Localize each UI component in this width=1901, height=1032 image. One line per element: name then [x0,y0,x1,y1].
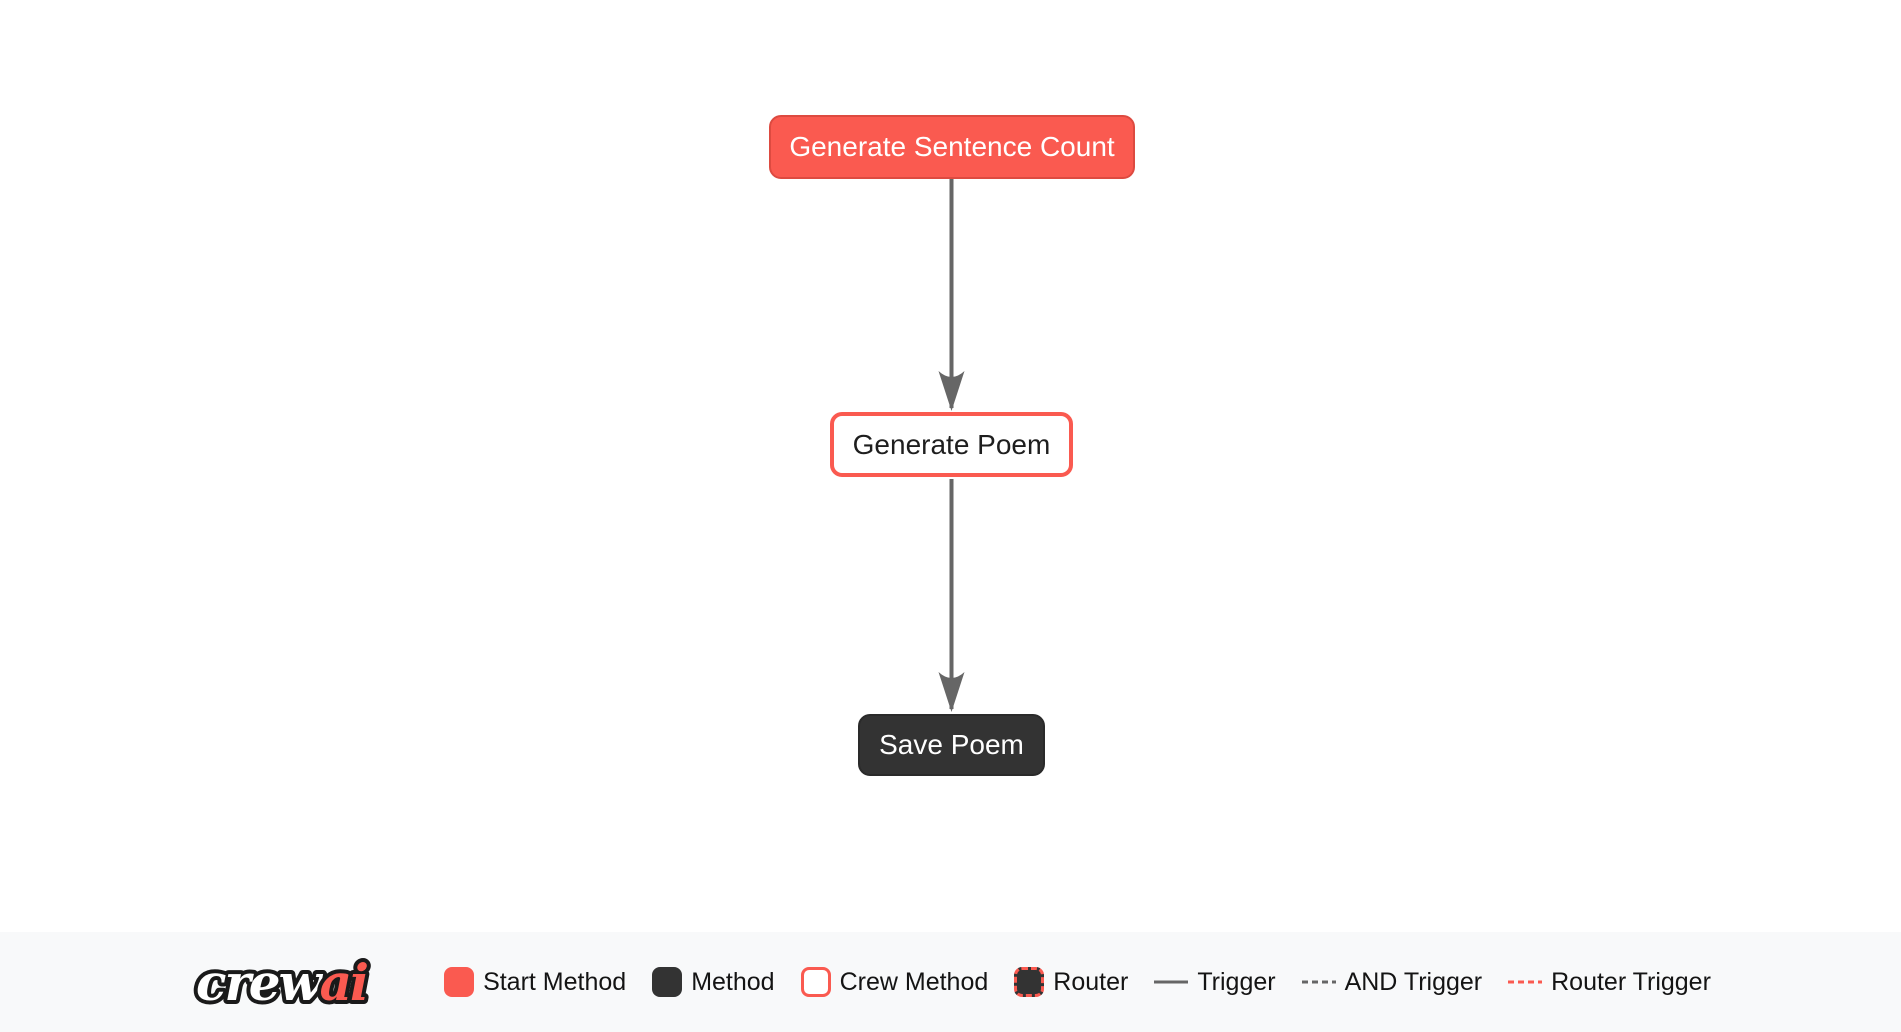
legend-item-trigger: Trigger [1154,967,1276,997]
node-generate-poem[interactable]: Generate Poem [830,412,1073,477]
legend-label: Router [1053,967,1129,996]
logo-text-crew: crew [196,953,324,1012]
legend-bar: crewai Start Method Method Crew Method R… [0,932,1901,1032]
svg-text:crewai: crewai [196,953,367,1012]
edge-trigger-2 [938,479,965,712]
red-dashed-line-swatch-icon [1508,980,1543,984]
edge-trigger-1 [938,179,965,411]
legend-label: Method [691,967,775,996]
crew-method-swatch-icon [800,967,831,997]
logo-text-ai: ai [320,953,367,1012]
legend-label: Crew Method [839,967,989,996]
legend-item-router: Router [1014,967,1128,997]
arrowhead-down-icon [938,371,965,411]
legend-item-crew-method: Crew Method [800,967,989,997]
legend-label: AND Trigger [1344,967,1483,996]
legend-item-method: Method [652,967,775,997]
start-method-swatch-icon [444,967,475,997]
legend-label: Trigger [1197,967,1276,996]
method-swatch-icon [652,967,683,997]
flow-edges [938,179,965,712]
legend-item-start-method: Start Method [444,967,626,997]
dashed-line-swatch-icon [1301,980,1336,984]
node-generate-sentence-count[interactable]: Generate Sentence Count [769,115,1135,179]
solid-line-swatch-icon [1154,980,1189,984]
arrowhead-down-icon [938,672,965,712]
router-swatch-icon [1014,967,1045,997]
legend-label: Router Trigger [1551,967,1711,996]
node-save-poem[interactable]: Save Poem [858,714,1045,776]
flow-canvas[interactable]: Generate Sentence Count Generate Poem Sa… [0,0,1901,932]
legend-item-and-trigger: AND Trigger [1301,967,1483,997]
legend-item-router-trigger: Router Trigger [1508,968,1711,997]
legend-label: Start Method [483,967,627,996]
crewai-logo-icon: crewai [192,949,373,1016]
